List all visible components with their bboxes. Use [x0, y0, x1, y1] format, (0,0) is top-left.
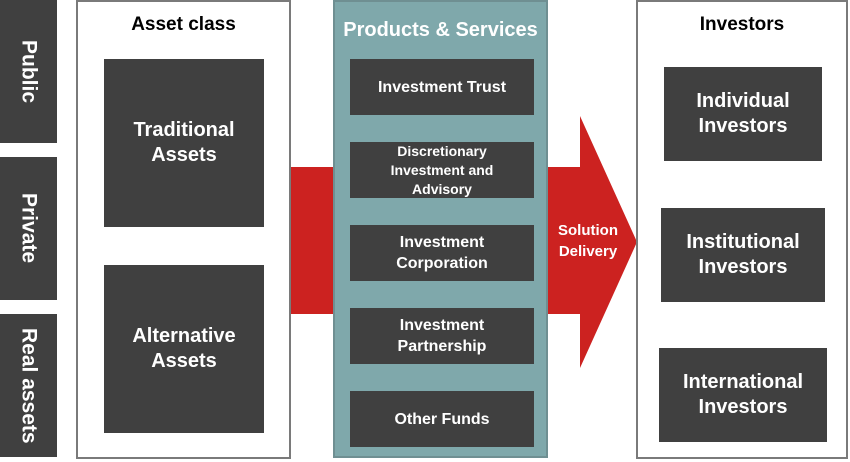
investor-international: International Investors — [659, 348, 827, 442]
investor-line: Individual — [696, 90, 790, 112]
product-investment-trust: Investment Trust — [350, 59, 534, 115]
product-line: Investment and — [390, 161, 494, 178]
asset-box-line: Assets — [151, 144, 217, 166]
category-label: Real assets — [17, 327, 41, 444]
product-discretionary-investment: Discretionary Investment and Advisory — [350, 142, 534, 198]
product-line: Corporation — [396, 255, 488, 272]
product-line: Advisory — [412, 180, 472, 197]
category-label: Public — [17, 39, 41, 103]
investor-line: Investors — [698, 115, 788, 137]
category-label: Private — [17, 193, 41, 264]
arrow-label-line: Solution — [558, 222, 618, 239]
arrow-label-line: Delivery — [558, 243, 618, 260]
asset-class-heading: Asset class — [131, 14, 236, 35]
product-investment-corporation: Investment Corporation — [350, 225, 534, 281]
product-line: Investment — [399, 317, 485, 334]
asset-box-line: Alternative — [132, 325, 236, 347]
asset-box-line: Assets — [151, 350, 217, 372]
investors-heading: Investors — [699, 14, 785, 35]
asset-class-panel: Asset class Traditional Assets Alternati… — [76, 0, 291, 459]
investor-institutional: Institutional Investors — [661, 208, 825, 302]
product-line: Investment Trust — [377, 78, 507, 96]
asset-box-line: Traditional — [133, 119, 235, 141]
product-line: Partnership — [397, 338, 487, 355]
products-heading: Products & Services — [343, 19, 538, 41]
products-panel: Products & Services Investment Trust Dis… — [333, 0, 548, 458]
asset-box-alternative: Alternative Assets — [104, 265, 264, 433]
product-other-funds: Other Funds — [350, 391, 534, 447]
category-real-assets: Real assets — [0, 314, 57, 457]
investor-line: Investors — [698, 256, 788, 278]
investors-panel: Investors Individual Investors Instituti… — [636, 0, 848, 459]
category-public: Public — [0, 0, 57, 143]
solution-delivery-label: Solution Delivery — [548, 220, 628, 262]
product-line: Investment — [399, 234, 485, 251]
investor-line: Investors — [698, 396, 788, 418]
investor-line: International — [682, 371, 803, 393]
product-line: Discretionary — [397, 142, 487, 159]
investor-individual: Individual Investors — [664, 67, 822, 161]
asset-box-traditional: Traditional Assets — [104, 59, 264, 227]
product-investment-partnership: Investment Partnership — [350, 308, 534, 364]
investor-line: Institutional — [686, 231, 800, 253]
category-private: Private — [0, 157, 57, 300]
product-line: Other Funds — [394, 410, 490, 428]
